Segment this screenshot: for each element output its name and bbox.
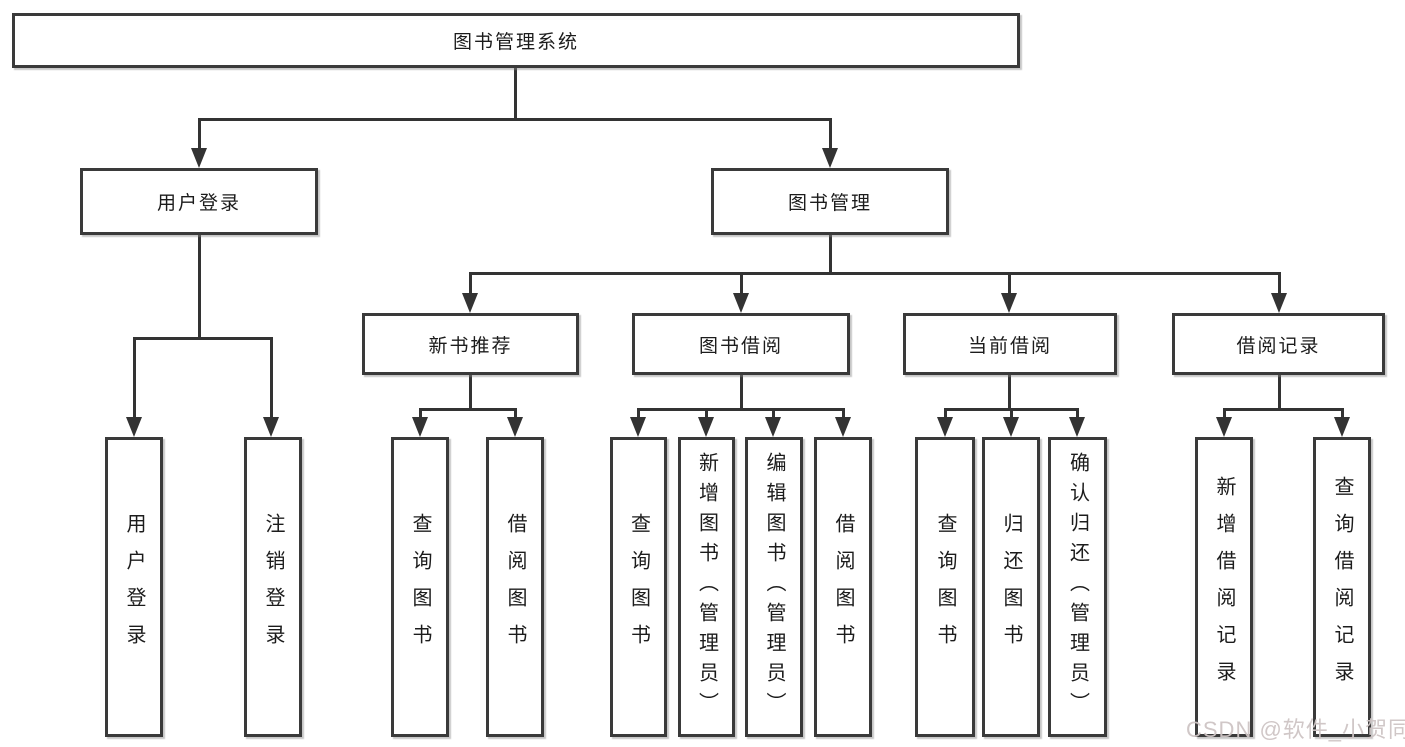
arrow-down-icon <box>1069 417 1085 437</box>
arrow-down-icon <box>1216 417 1232 437</box>
leaf-user-login-label: 用户登录 <box>123 513 145 661</box>
arrow-down-icon <box>835 417 851 437</box>
arrow-down-icon <box>630 417 646 437</box>
edge-to-leaf <box>842 408 845 420</box>
leaf-borrow-borrow: 借阅图书 <box>814 437 872 737</box>
arrow-down-icon <box>126 417 142 437</box>
leaf-current-confirm-admin: 确认归还（管理员） <box>1048 437 1107 737</box>
arrow-down-icon <box>937 417 953 437</box>
leaf-borrow-edit-admin: 编辑图书（管理员） <box>745 437 803 737</box>
edge-root-splitter <box>198 118 832 121</box>
node-current-borrow: 当前借阅 <box>903 313 1117 375</box>
edge-to-level3 <box>1278 272 1281 295</box>
edge-group-stem <box>469 375 472 411</box>
leaf-current-query-label: 查询图书 <box>934 513 956 661</box>
edge-group-stem <box>1278 375 1281 411</box>
edge-mgmt-stem <box>829 235 832 274</box>
node-current-borrow-label: 当前借阅 <box>967 335 1052 357</box>
edge-to-level3 <box>740 272 743 295</box>
leaf-borrow-query-label: 查询图书 <box>627 513 650 661</box>
edge-group-splitter <box>419 408 517 411</box>
leaf-newbook-query-label: 查询图书 <box>409 513 431 661</box>
leaf-borrow-add-admin-label: 新增图书（管理员） <box>695 452 718 722</box>
arrow-down-icon <box>507 417 523 437</box>
arrow-down-icon <box>1003 417 1019 437</box>
edge-to-leaf <box>637 408 640 420</box>
node-new-book-recommend: 新书推荐 <box>362 313 579 375</box>
edge-root-stem <box>514 68 517 121</box>
edge-to-level3 <box>1008 272 1011 295</box>
leaf-current-query: 查询图书 <box>915 437 975 737</box>
arrow-down-icon <box>191 148 207 168</box>
leaf-current-return: 归还图书 <box>982 437 1040 737</box>
leaf-logout: 注销登录 <box>244 437 302 737</box>
edge-group-stem <box>1008 375 1011 411</box>
arrow-down-icon <box>263 417 279 437</box>
edge-to-leaf <box>772 408 775 420</box>
edge-to-user-login <box>198 118 201 152</box>
arrow-down-icon <box>462 293 478 313</box>
edge-login-splitter <box>133 337 273 340</box>
edge-to-leaf <box>270 337 273 419</box>
edge-to-level3 <box>469 272 472 295</box>
leaf-borrow-borrow-label: 借阅图书 <box>832 513 854 661</box>
edge-to-leaf <box>1341 408 1344 420</box>
edge-to-leaf <box>1076 408 1079 420</box>
edge-mgmt-splitter <box>469 272 1281 275</box>
leaf-user-login: 用户登录 <box>105 437 163 737</box>
edge-to-leaf <box>1010 408 1013 420</box>
edge-to-leaf <box>1223 408 1226 420</box>
edge-login-stem <box>198 235 201 339</box>
node-user-login: 用户登录 <box>80 168 318 235</box>
node-root: 图书管理系统 <box>12 13 1020 68</box>
node-book-borrow: 图书借阅 <box>632 313 850 375</box>
leaf-current-return-label: 归还图书 <box>1000 513 1022 661</box>
edge-to-leaf <box>133 337 136 419</box>
leaf-current-confirm-admin-label: 确认归还（管理员） <box>1066 452 1089 722</box>
node-borrow-records: 借阅记录 <box>1172 313 1385 375</box>
node-book-management-label: 图书管理 <box>787 193 872 214</box>
edge-to-book-management <box>829 118 832 152</box>
arrow-down-icon <box>1001 293 1017 313</box>
arrow-down-icon <box>822 148 838 168</box>
leaf-record-add-label: 新增借阅记录 <box>1213 476 1235 698</box>
edge-group-splitter <box>1223 408 1344 411</box>
leaf-newbook-borrow-label: 借阅图书 <box>504 513 526 661</box>
edge-to-leaf <box>419 408 422 420</box>
leaf-record-query: 查询借阅记录 <box>1313 437 1371 737</box>
edge-to-leaf <box>944 408 947 420</box>
leaf-borrow-add-admin: 新增图书（管理员） <box>678 437 735 737</box>
arrow-down-icon <box>1334 417 1350 437</box>
leaf-newbook-query: 查询图书 <box>391 437 449 737</box>
node-root-label: 图书管理系统 <box>452 32 579 53</box>
leaf-logout-label: 注销登录 <box>262 513 284 661</box>
node-borrow-records-label: 借阅记录 <box>1236 335 1321 357</box>
arrow-down-icon <box>765 417 781 437</box>
edge-to-leaf <box>705 408 708 420</box>
leaf-record-add: 新增借阅记录 <box>1195 437 1253 737</box>
leaf-borrow-edit-admin-label: 编辑图书（管理员） <box>763 452 785 722</box>
edge-to-leaf <box>514 408 517 420</box>
edge-group-stem <box>740 375 743 411</box>
edge-group-splitter <box>637 408 845 411</box>
arrow-down-icon <box>412 417 428 437</box>
arrow-down-icon <box>1271 293 1287 313</box>
node-new-book-recommend-label: 新书推荐 <box>428 335 513 357</box>
arrow-down-icon <box>698 417 714 437</box>
leaf-record-query-label: 查询借阅记录 <box>1331 476 1353 698</box>
node-book-management: 图书管理 <box>711 168 949 235</box>
csdn-watermark: CSDN @软件_小贺同学 <box>1186 717 1405 742</box>
arrow-down-icon <box>733 293 749 313</box>
leaf-newbook-borrow: 借阅图书 <box>486 437 544 737</box>
node-book-borrow-label: 图书借阅 <box>698 335 783 357</box>
node-user-login-label: 用户登录 <box>156 193 241 214</box>
leaf-borrow-query: 查询图书 <box>610 437 667 737</box>
